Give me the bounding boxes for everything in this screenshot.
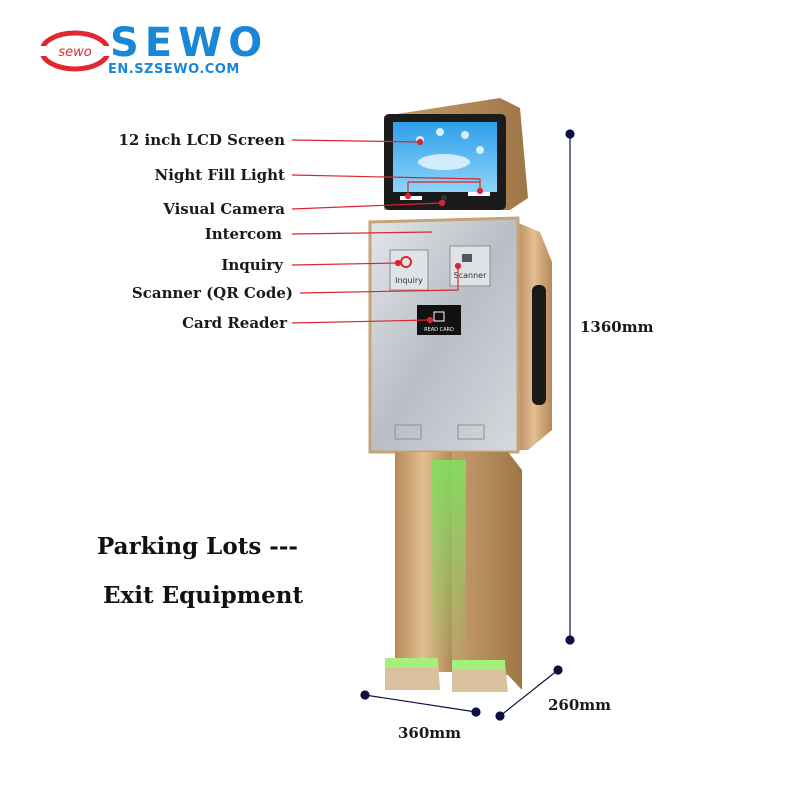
inquiry-button-label: Inquiry [395,276,423,285]
scanner-window-label: Scanner [454,271,487,280]
card-icon [433,311,445,322]
fill-light-right [468,192,490,196]
speaker-grille-right [457,424,485,440]
brand-name: SEWO [110,20,269,66]
heading-line-2: Exit Equipment [103,582,304,609]
swoosh-logo-icon: sewo [38,30,112,72]
dimension-height: 1360mm [580,318,654,336]
logo-script: sewo [58,45,91,60]
inquiry-button [389,249,429,291]
camera-icon [441,195,447,201]
lcd-head [384,98,528,210]
card-reader-label: READ CARD [424,327,454,333]
callout-scanner: Scanner (QR Code) [131,284,293,302]
green-light-beam [432,460,466,660]
dimension-depth: 260mm [548,696,612,714]
speaker-grille-left [394,424,422,440]
brand-url: EN.SZSEWO.COM [108,62,240,77]
kiosk-legs [385,452,522,692]
callout-intercom: Intercom [204,225,282,243]
callout-lcd-screen: 12 inch LCD Screen [118,131,285,149]
foot-light-left [385,658,438,668]
heading-line-1: Parking Lots --- [97,533,298,560]
leader-lines [291,138,484,324]
dimension-lines [360,129,575,721]
callout-night-fill-light: Night Fill Light [154,166,286,184]
callout-visual-camera: Visual Camera [163,200,285,218]
callout-inquiry: Inquiry [221,256,283,274]
kiosk-body: Inquiry Scanner READ CARD [368,216,552,454]
foot-light-right [452,660,505,670]
fill-light-left [400,196,422,200]
callout-card-reader: Card Reader [182,314,287,332]
dimension-width: 360mm [398,724,462,742]
